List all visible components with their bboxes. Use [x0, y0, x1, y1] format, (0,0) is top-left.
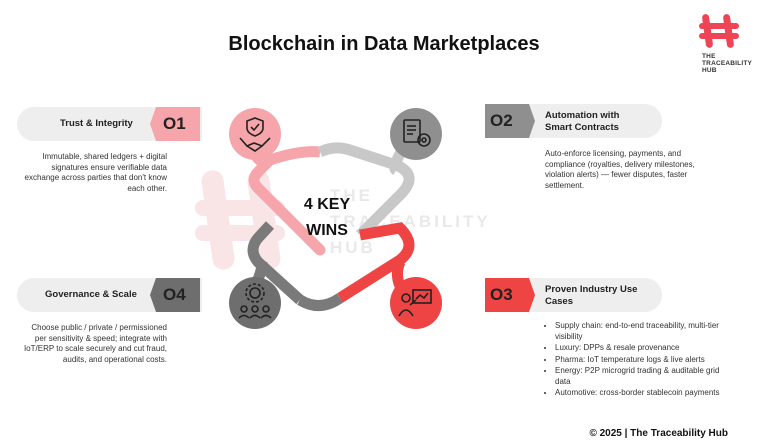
- list-item: Automotive: cross-border stablecoin paym…: [555, 388, 720, 399]
- win-number-usecases: O3: [490, 285, 513, 304]
- win-title-usecases: Proven Industry Use Cases: [545, 284, 638, 307]
- handshake-shield-icon: [239, 117, 271, 152]
- connector-pink: [248, 154, 326, 256]
- win-title-trust: Trust & Integrity: [60, 118, 133, 129]
- win-desc-governance: Choose public / private / permissioned p…: [23, 323, 167, 364]
- number-tab-governance: [150, 278, 200, 312]
- win-title-automation: Automation with Smart Contracts: [545, 110, 620, 133]
- list-item: Pharma: IoT temperature logs & live aler…: [555, 355, 720, 366]
- logo-text: THE TRACEABILITY HUB: [702, 53, 753, 74]
- circle-trust: [229, 108, 281, 160]
- win-desc-automation: Auto-enforce licensing, payments, and co…: [545, 149, 695, 190]
- page-title: Blockchain in Data Marketplaces: [228, 33, 540, 55]
- logo-mark-icon: [699, 14, 739, 48]
- number-tab-usecases: [485, 278, 535, 312]
- win-number-automation: O2: [490, 111, 513, 130]
- list-item: Luxury: DPPs & resale provenance: [555, 343, 720, 354]
- number-tab-trust: [150, 107, 200, 141]
- win-title-governance: Governance & Scale: [45, 289, 137, 300]
- win-number-trust: O1: [163, 114, 186, 133]
- center-label: 4 KEY WINS: [303, 196, 351, 239]
- win-bullets-usecases: Supply chain: end-to-end traceability, m…: [545, 321, 720, 400]
- circle-automation: [390, 108, 442, 160]
- gear-document-icon: [403, 119, 431, 147]
- connector-red: [337, 222, 415, 303]
- copyright-text: © 2025 | The Traceability Hub: [589, 428, 728, 439]
- list-item: Energy: P2P microgrid trading & auditabl…: [555, 366, 720, 387]
- brand-logo: THE TRACEABILITY HUB: [698, 12, 753, 74]
- team-gear-icon: [238, 283, 272, 319]
- win-desc-trust: Immutable, shared ledgers + digital sign…: [24, 152, 168, 193]
- list-item: Supply chain: end-to-end traceability, m…: [555, 321, 720, 342]
- win-number-governance: O4: [163, 285, 186, 304]
- number-tab-automation: [485, 104, 535, 138]
- connector-gray-bottom: [247, 221, 304, 305]
- presenter-board-icon: [398, 289, 432, 317]
